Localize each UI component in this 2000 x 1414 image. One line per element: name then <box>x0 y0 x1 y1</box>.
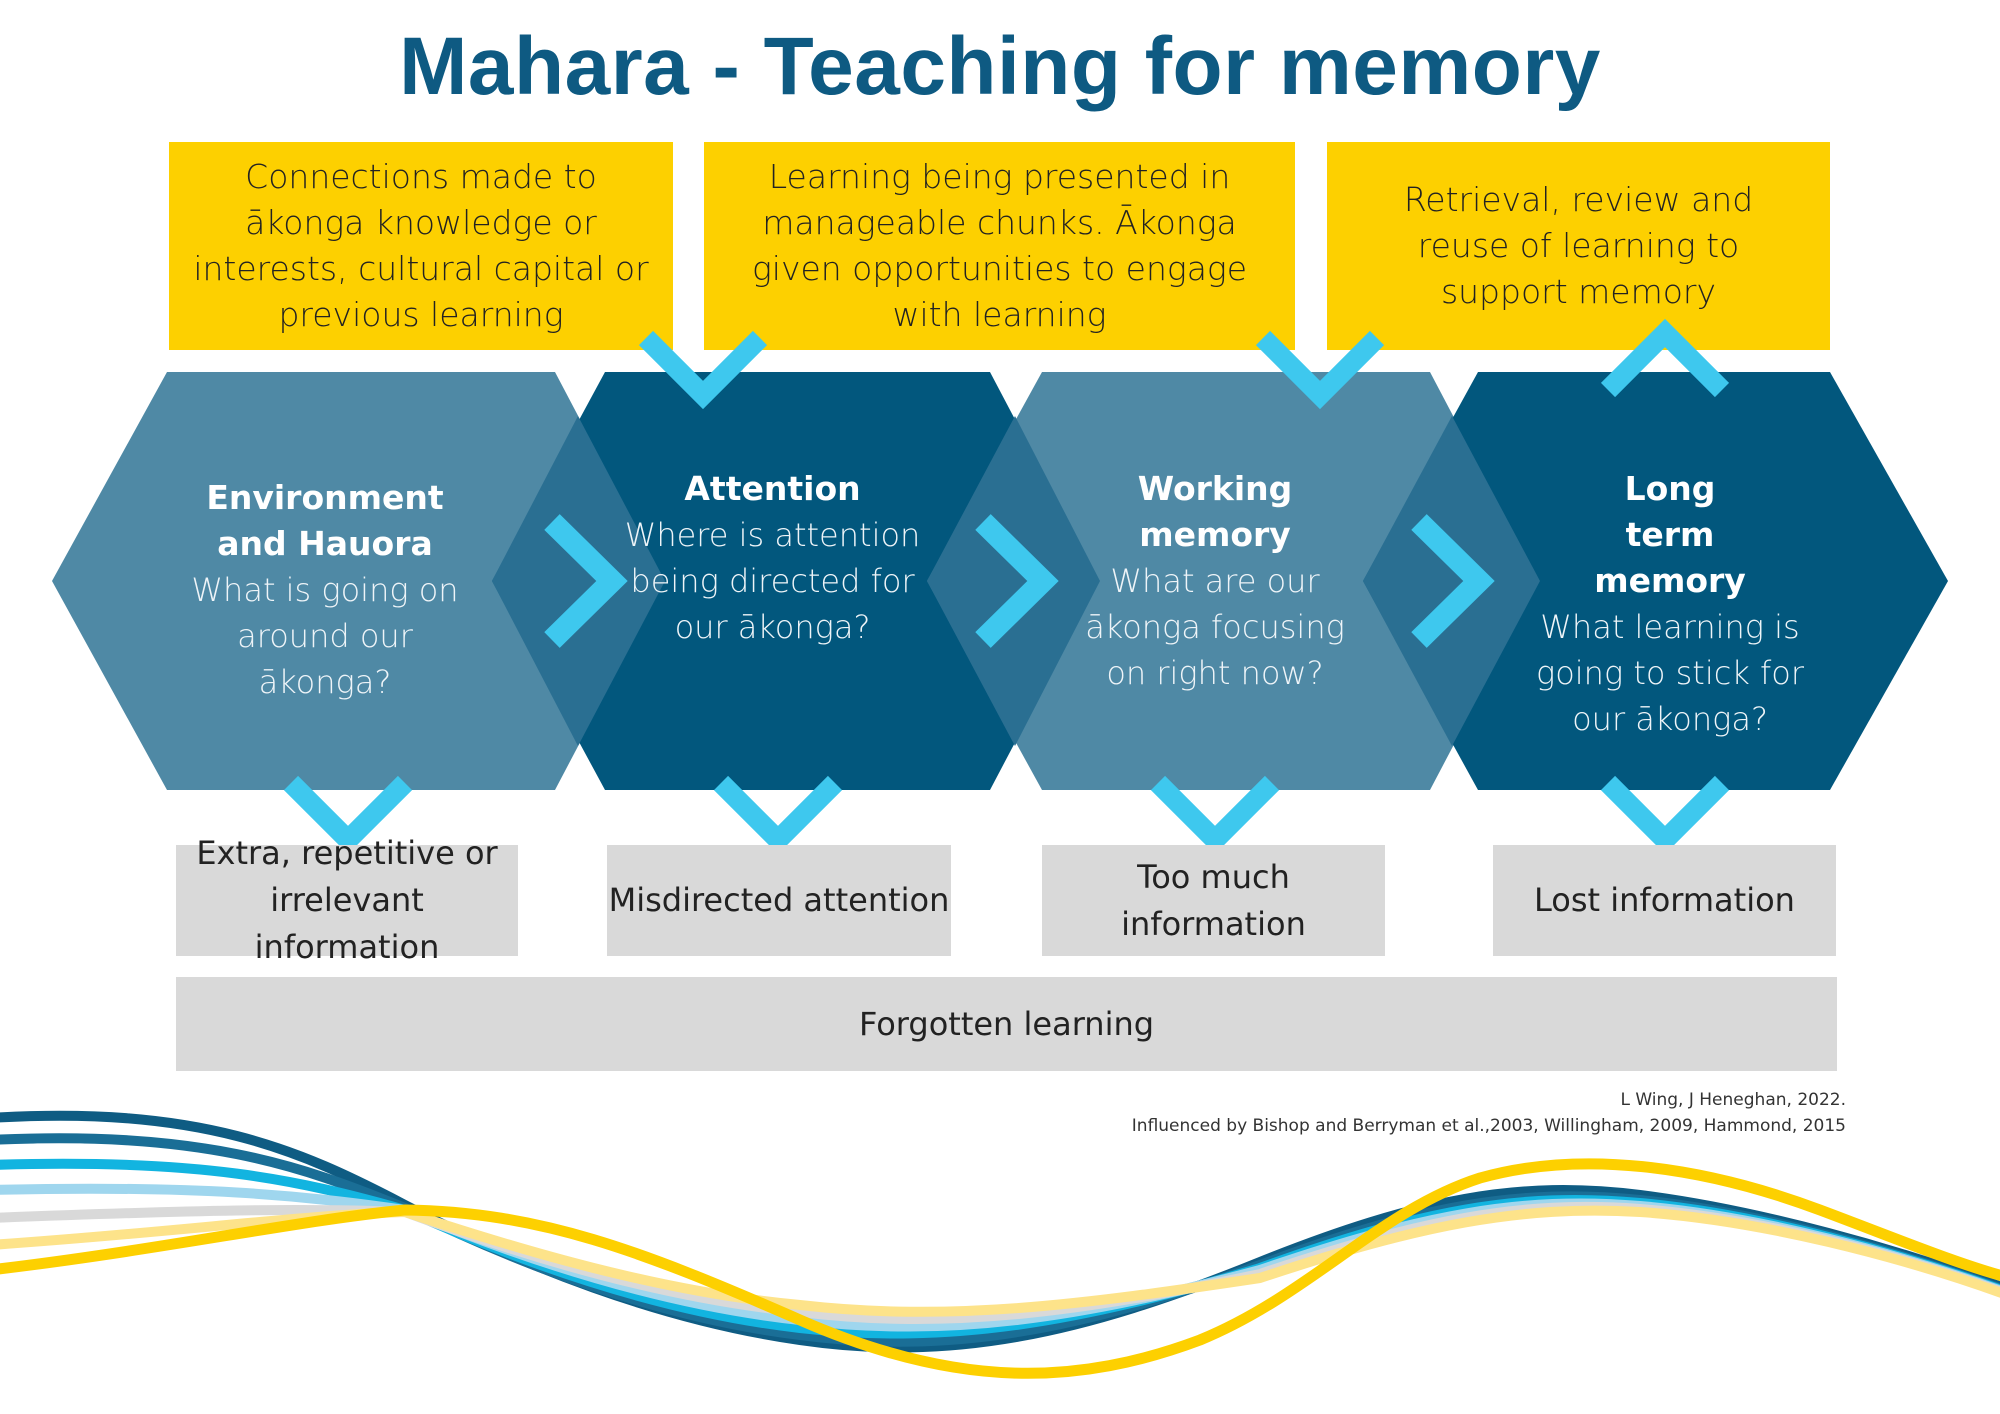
support-box-retrieval: Retrieval, review and reuse of learning … <box>1327 142 1830 350</box>
chevron-down-icon <box>713 775 843 855</box>
credit-authors: L Wing, J Heneghan, 2022. <box>1620 1090 1846 1110</box>
loss-box-overload: Too much information <box>1042 845 1385 956</box>
loss-text: Extra, repetitive or irrelevant informat… <box>196 834 498 966</box>
outcome-bar: Forgotten learning <box>176 977 1837 1071</box>
chevron-down-icon <box>1150 775 1280 855</box>
hexagon-attention <box>492 372 1100 790</box>
outcome-text: Forgotten learning <box>858 1005 1155 1043</box>
stage-environment: Environment and Hauora What is going on … <box>170 475 480 705</box>
wave-strands <box>0 1110 2000 1379</box>
loss-box-irrelevant: Extra, repetitive or irrelevant informat… <box>176 834 518 966</box>
loss-text: Misdirected attention <box>608 881 950 919</box>
credit-influences: Influenced by Bishop and Berryman et al.… <box>1131 1116 1846 1136</box>
stage-long-term-memory: Long term memory What learning is going … <box>1505 466 1835 742</box>
page-title: Mahara - Teaching for memory <box>399 21 1601 112</box>
chevron-down-icon <box>283 775 413 855</box>
stage-question: What is going on around our ākonga? <box>191 571 459 701</box>
stage-heading: Working memory <box>1137 469 1293 554</box>
hexagon-long-term-memory <box>1363 372 1948 790</box>
stage-attention: Attention Where is attention being direc… <box>620 466 925 650</box>
loss-text: Too much information <box>1121 857 1306 943</box>
hexagon-environment <box>52 372 665 790</box>
support-text: Connections made to ākonga knowledge or … <box>193 157 649 334</box>
stage-working-memory: Working memory What are our ākonga focus… <box>1075 466 1355 696</box>
stage-question: Where is attention being directed for ou… <box>624 516 921 646</box>
chevron-down-icon <box>1255 330 1385 410</box>
stage-question: What learning is going to stick for our … <box>1535 608 1805 738</box>
loss-box-lost: Lost information <box>1493 845 1836 956</box>
chevron-right-icon <box>975 514 1059 648</box>
chevron-down-icon <box>1600 775 1730 855</box>
chevron-down-icon <box>638 330 768 410</box>
support-box-connections: Connections made to ākonga knowledge or … <box>169 142 673 350</box>
stage-heading: Attention <box>684 469 861 508</box>
stage-heading: Long term memory <box>1594 469 1746 600</box>
support-box-chunking: Learning being presented in manageable c… <box>704 142 1295 350</box>
overlap-region <box>927 416 1100 746</box>
overlap-region <box>1363 416 1540 746</box>
stage-heading: Environment and Hauora <box>206 478 444 563</box>
support-text: Retrieval, review and reuse of learning … <box>1403 180 1754 311</box>
loss-box-misdirected: Misdirected attention <box>607 845 951 956</box>
stage-question: What are our ākonga focusing on right no… <box>1085 562 1345 692</box>
support-text: Learning being presented in manageable c… <box>751 157 1248 334</box>
loss-text: Lost information <box>1534 881 1795 919</box>
overlap-region <box>492 416 665 746</box>
chevron-up-icon <box>1600 318 1730 398</box>
chevron-right-icon <box>1411 514 1495 648</box>
chevron-right-icon <box>544 514 628 648</box>
hexagon-working-memory <box>927 372 1540 790</box>
